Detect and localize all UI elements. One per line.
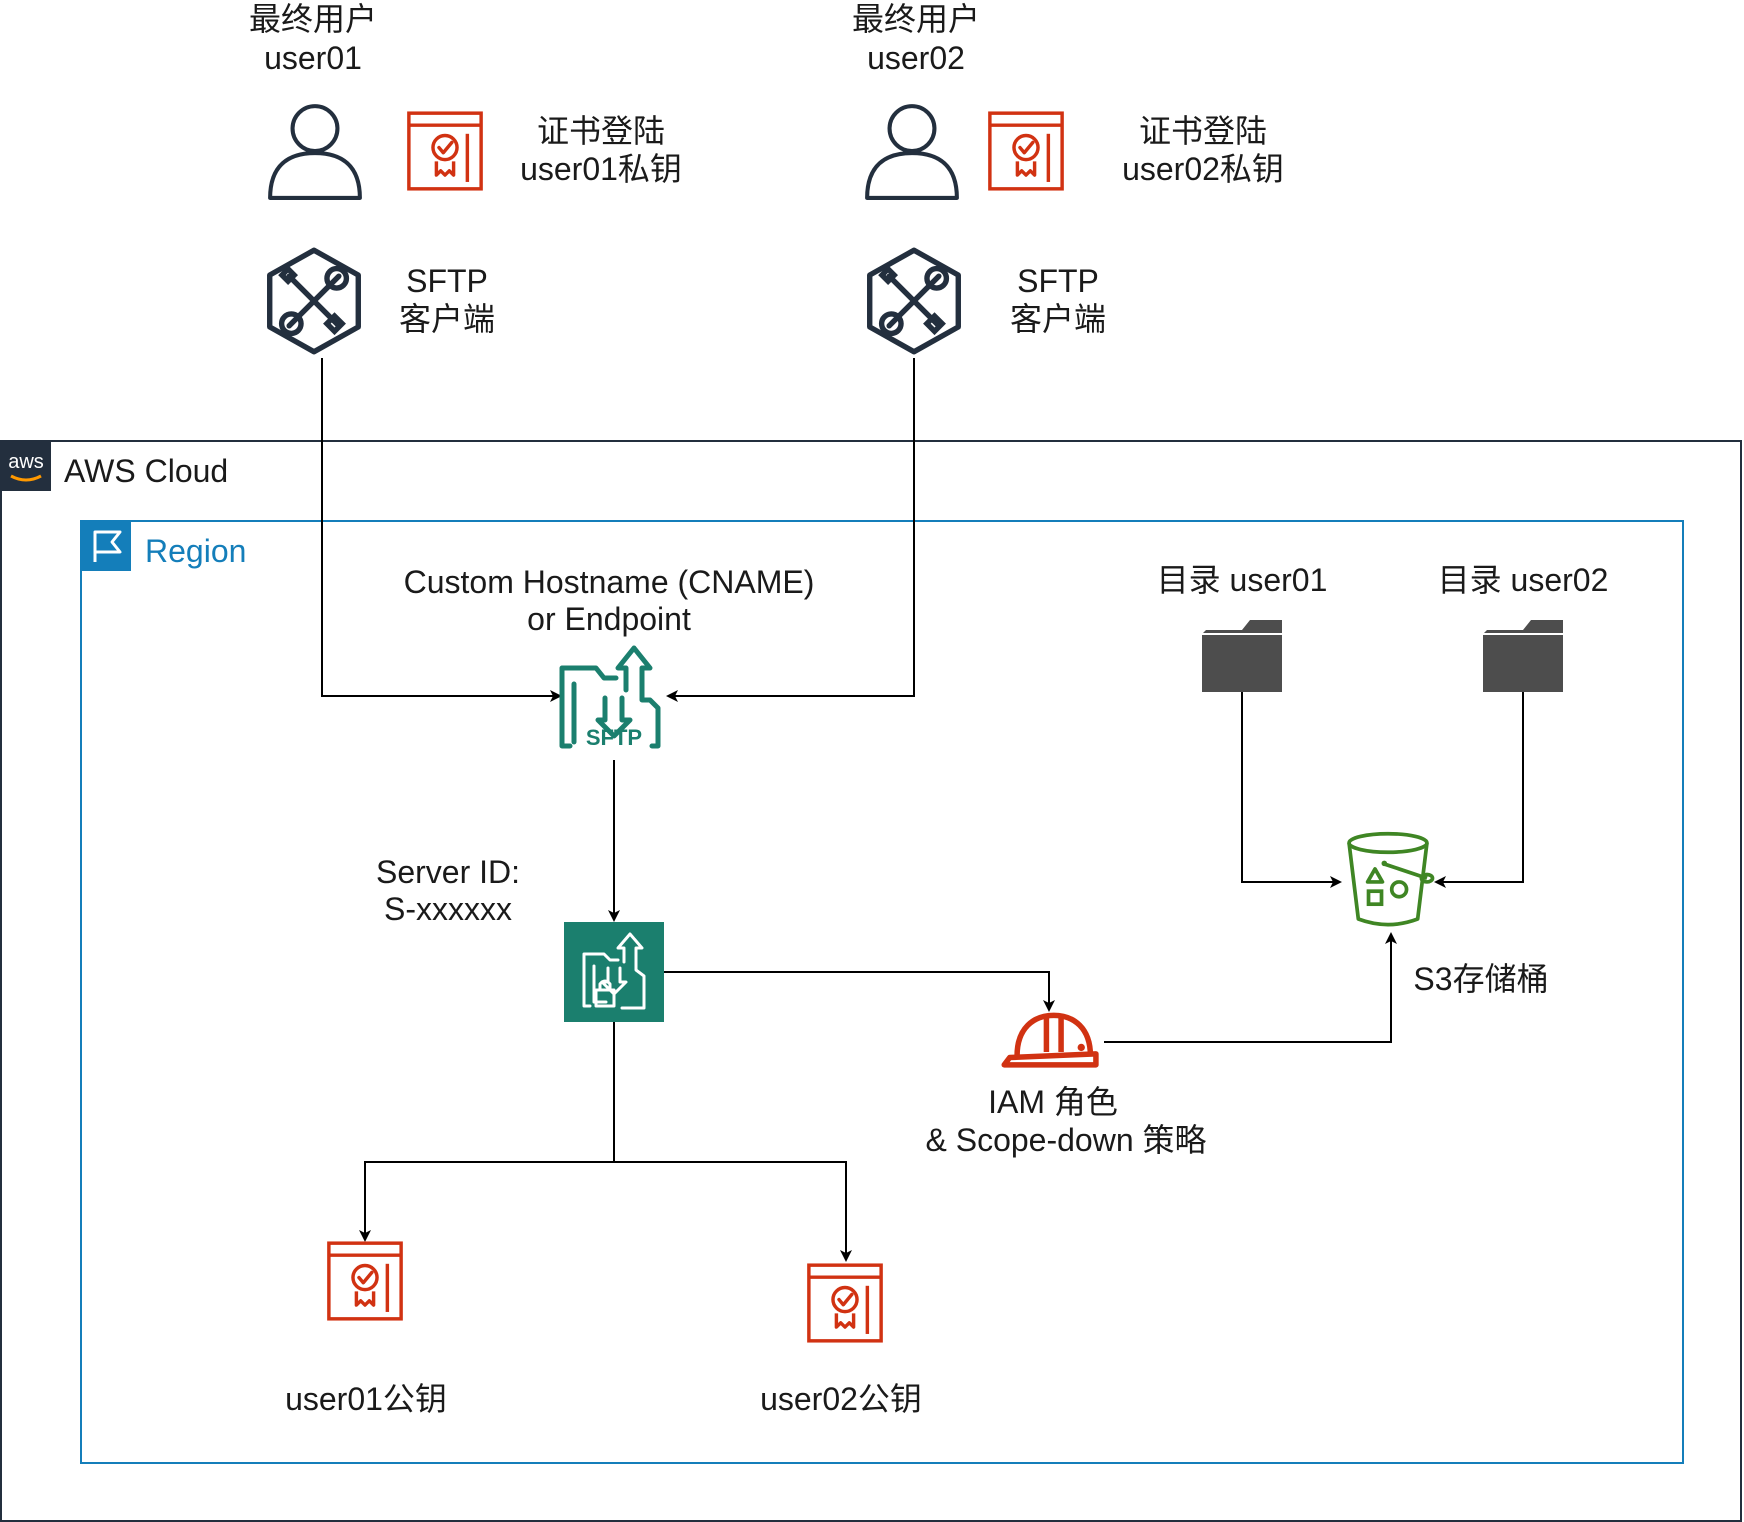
public-key-user02-label: user02公钥 — [760, 1381, 922, 1417]
sftp-endpoint-icon — [559, 645, 661, 749]
aws-logo-icon — [1, 441, 51, 491]
folder-user02: 目录 user02 — [1438, 562, 1609, 692]
user01-client-line2: 客户端 — [399, 301, 495, 337]
endpoint-line1: Custom Hostname (CNAME) — [404, 564, 815, 600]
certificate-icon — [807, 1263, 883, 1343]
certificate-icon — [327, 1241, 403, 1321]
user01-title: 最终用户 — [249, 1, 377, 37]
folder-user01: 目录 user01 — [1157, 562, 1328, 692]
user01-cert-line1: 证书登陆 — [537, 113, 665, 149]
server-line1: Server ID: — [376, 854, 520, 890]
connectors — [321, 358, 1524, 1262]
endpoint-line2: or Endpoint — [527, 601, 691, 637]
edge-iam-bucket — [1104, 932, 1397, 1043]
edge-server-pubkey2 — [614, 1161, 852, 1262]
edge-client2-endpoint — [666, 358, 915, 702]
aws-logo-text: aws — [8, 451, 44, 473]
public-key-user01: user01公钥 — [285, 1241, 447, 1417]
user01-group: 最终用户 user01 证书登陆 user01私钥 SFTP 客户端 — [249, 1, 682, 352]
folder-icon — [1202, 620, 1282, 692]
iam-role: IAM 角色 & Scope-down 策略 — [925, 1015, 1207, 1158]
s3-bucket: S3存储桶 — [1347, 831, 1549, 997]
edge-server-pubkey1 — [359, 1018, 615, 1242]
edge-server-iam — [664, 971, 1055, 1012]
certificate-icon — [407, 111, 483, 191]
region-frame — [80, 520, 1684, 1464]
public-key-user02: user02公钥 — [760, 1263, 922, 1417]
user02-title: 最终用户 — [852, 1, 980, 37]
certificate-icon — [988, 111, 1064, 191]
folder-icon — [1483, 620, 1563, 692]
aws-cloud-group: aws AWS Cloud — [0, 440, 1742, 1522]
folder-user01-label: 目录 user01 — [1157, 562, 1328, 598]
user02-cert-line2: user02私钥 — [1122, 151, 1284, 187]
user02-client-line2: 客户端 — [1010, 301, 1106, 337]
endpoint-icon-text: SFTP — [586, 725, 642, 750]
iam-line2: & Scope-down 策略 — [925, 1122, 1206, 1158]
region-flag-icon — [81, 521, 131, 571]
transfer-server: Server ID: S-xxxxxx — [376, 854, 664, 1022]
user02-group: 最终用户 user02 证书登陆 user02私钥 SFTP 客户端 — [852, 1, 1284, 352]
folder-user02-label: 目录 user02 — [1438, 562, 1609, 598]
region-group: Region — [80, 520, 1684, 1464]
iam-role-helmet-icon — [1004, 1015, 1096, 1065]
server-line2: S-xxxxxx — [384, 891, 512, 927]
user02-name: user02 — [867, 40, 965, 76]
sftp-endpoint: Custom Hostname (CNAME) or Endpoint SFTP — [404, 564, 815, 750]
sftp-client-tools-icon — [870, 250, 959, 352]
edge-client1-endpoint — [321, 358, 562, 702]
user01-cert-line2: user01私钥 — [520, 151, 682, 187]
aws-cloud-frame — [0, 440, 1742, 1522]
aws-cloud-label: AWS Cloud — [64, 453, 228, 489]
user-icon — [270, 106, 360, 198]
user02-cert-line1: 证书登陆 — [1139, 113, 1267, 149]
region-label: Region — [145, 533, 246, 569]
edge-folder2-bucket — [1434, 692, 1524, 888]
public-key-user01-label: user01公钥 — [285, 1381, 447, 1417]
iam-line1: IAM 角色 — [988, 1084, 1118, 1120]
s3-bucket-icon — [1347, 831, 1435, 927]
edge-folder1-bucket — [1241, 692, 1342, 888]
user01-name: user01 — [264, 40, 362, 76]
user01-client-line1: SFTP — [406, 263, 488, 299]
sftp-client-tools-icon — [270, 250, 359, 352]
user02-client-line1: SFTP — [1017, 263, 1099, 299]
bucket-label: S3存储桶 — [1413, 961, 1548, 997]
user-icon — [867, 106, 957, 198]
